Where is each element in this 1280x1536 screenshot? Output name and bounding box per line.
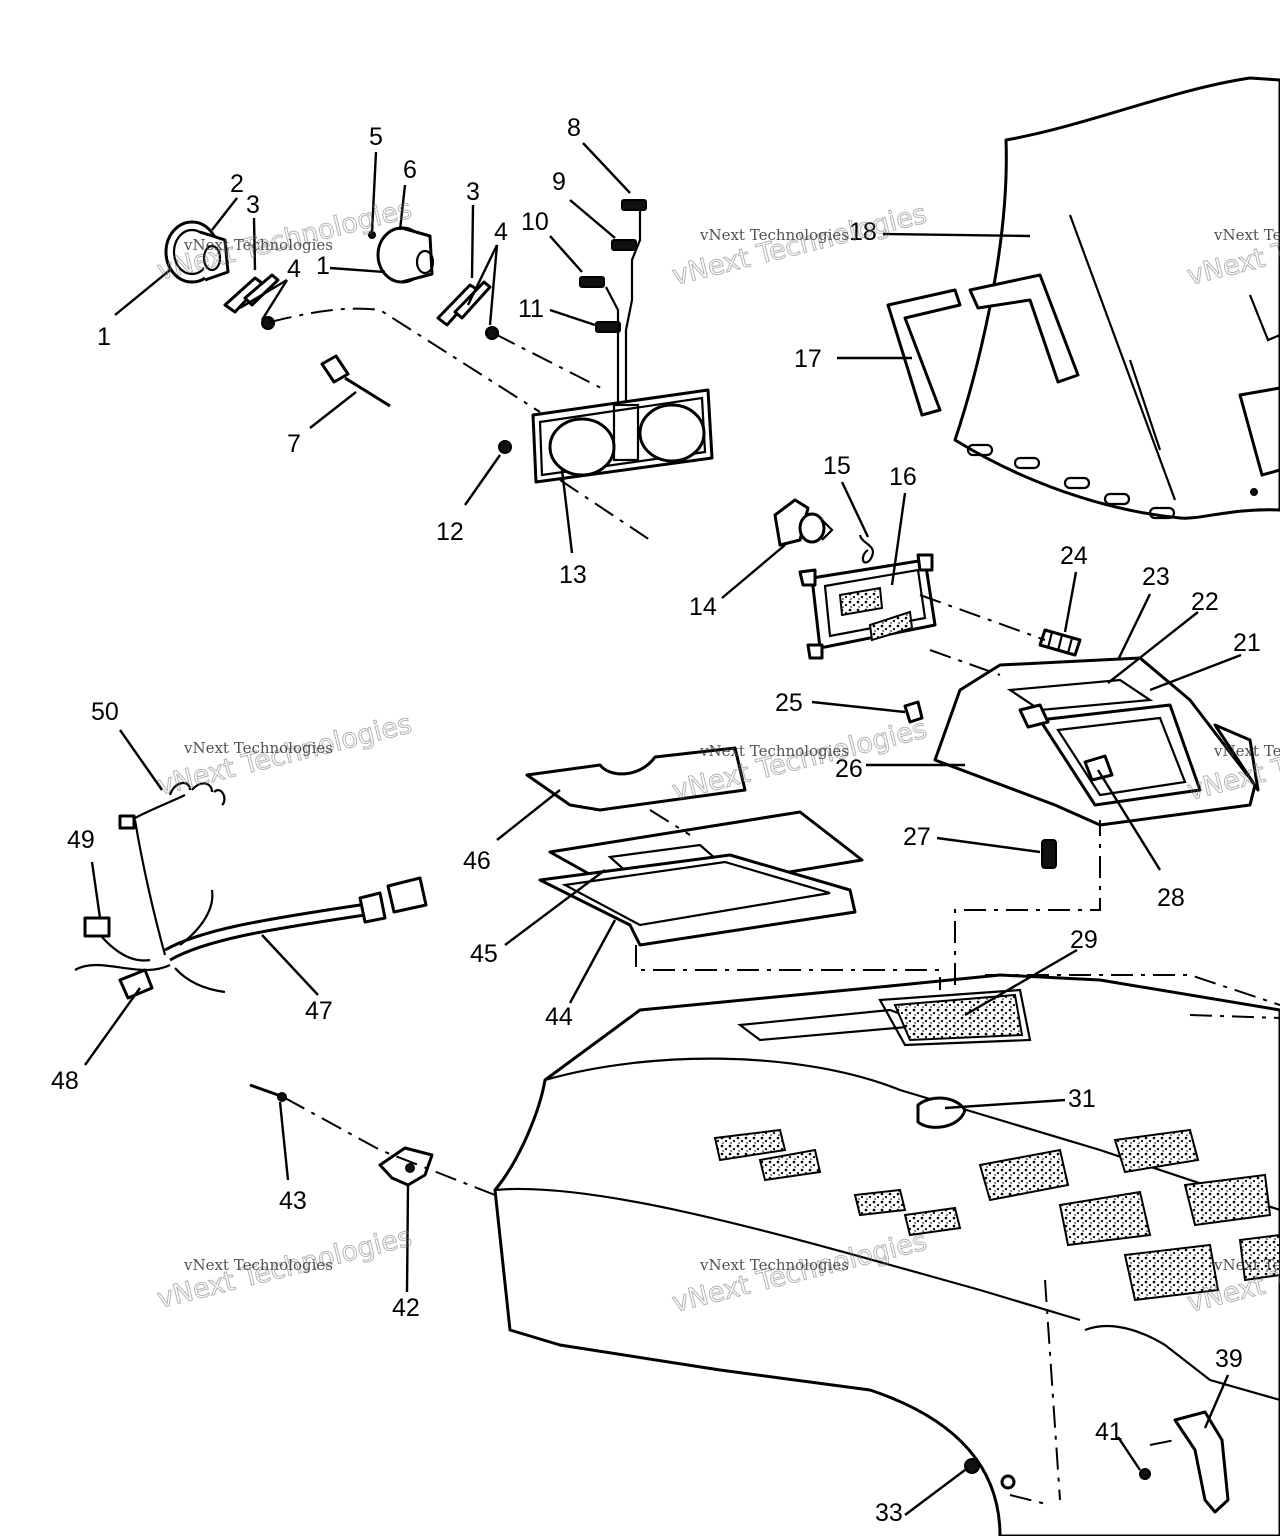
callout-26: 26 [835,755,863,783]
bracket-42 [378,1146,434,1187]
callout-1: 1 [97,323,111,351]
instrument-panel [498,388,714,484]
watermark-text: vNext Technologies [183,739,333,757]
leader-lines [84,142,1242,1516]
callout-6: 6 [403,156,417,184]
gasket-46 [525,746,747,812]
callout-39: 39 [1215,1345,1243,1373]
speedo-cable-fitting [320,354,391,408]
callout-14: 14 [689,593,717,621]
callout-43: 43 [279,1187,307,1215]
callout-15: 15 [823,452,851,480]
callout-27: 27 [903,823,931,851]
gauge-bracket-right [436,280,499,340]
callout-44: 44 [545,1003,573,1031]
callout-8: 8 [567,114,581,142]
callout-49: 49 [67,826,95,854]
gauge-left [164,220,230,284]
callout-11: 11 [518,295,544,323]
callout-10: 10 [521,208,549,236]
assembly-lines [269,307,1280,1506]
watermark-text: vNext Technologies [699,226,849,244]
callout-18: 18 [849,218,877,246]
callout-9: 9 [552,168,566,196]
frame-44 [538,853,857,947]
callout-50: 50 [91,698,119,726]
callout-12: 12 [436,518,464,546]
callout-13: 13 [559,561,587,589]
gauge-right [368,226,435,284]
watermark-text: vNext Technologies [699,742,849,760]
headlight-wire [858,534,875,564]
spring [1038,628,1082,657]
callout-28: 28 [1157,884,1185,912]
callout-31: 31 [1068,1085,1096,1113]
clip [903,700,924,724]
callout-45: 45 [470,940,498,968]
screw-27 [1041,839,1057,869]
callout-17: 17 [794,345,822,373]
callout-46: 46 [463,847,491,875]
watermark-text: vNext Technologies [1213,226,1280,244]
watermark-text: vNext Technologies [669,199,930,292]
headlight-bulb [773,498,834,547]
watermark-text: vNext Technologies [1213,742,1280,760]
callout-4: 4 [287,255,301,283]
callout-47: 47 [305,997,333,1025]
callout-21: 21 [1233,629,1261,657]
callout-29: 29 [1070,926,1098,954]
callout-41: 41 [1095,1418,1123,1446]
callout-33: 33 [875,1499,903,1527]
callout-7: 7 [287,430,301,458]
callout-42: 42 [392,1294,420,1322]
screw-41 [1139,1468,1151,1480]
gauge-bracket-left [223,273,280,330]
callout-3b: 3 [466,178,480,206]
watermark-text: vNext Technologies [183,1256,333,1274]
callout-numbers: 1 2 3 4 5 6 1 3 4 7 8 9 10 11 12 13 14 1… [51,114,1261,1527]
watermark-text: vNext Technologies [699,1256,849,1274]
callout-24: 24 [1060,542,1088,570]
callout-16: 16 [889,463,917,491]
callout-22: 22 [1191,588,1219,616]
windshield-decal [886,273,1080,417]
windshield-vents [966,443,1258,520]
callout-25: 25 [775,689,803,717]
bracket-39 [1173,1410,1230,1514]
windshield [953,76,1280,520]
callout-2: 2 [230,170,244,198]
rivet-43 [249,1083,287,1102]
headlight-housing [798,553,937,660]
callout-1b: 1 [316,252,330,280]
indicator-lights [579,199,647,410]
callout-48: 48 [51,1067,79,1095]
headlight-bezel [933,656,1260,827]
callout-3: 3 [246,191,260,219]
callout-23: 23 [1142,563,1170,591]
wiring-harness [74,782,428,1000]
watermark-text: vNext Technologies [183,236,333,254]
watermark-text: vNext Technologies [1213,1256,1280,1274]
callout-4b: 4 [494,218,508,246]
hood [493,973,1280,1536]
callout-5: 5 [369,123,383,151]
nuts-33 [964,1458,1016,1490]
